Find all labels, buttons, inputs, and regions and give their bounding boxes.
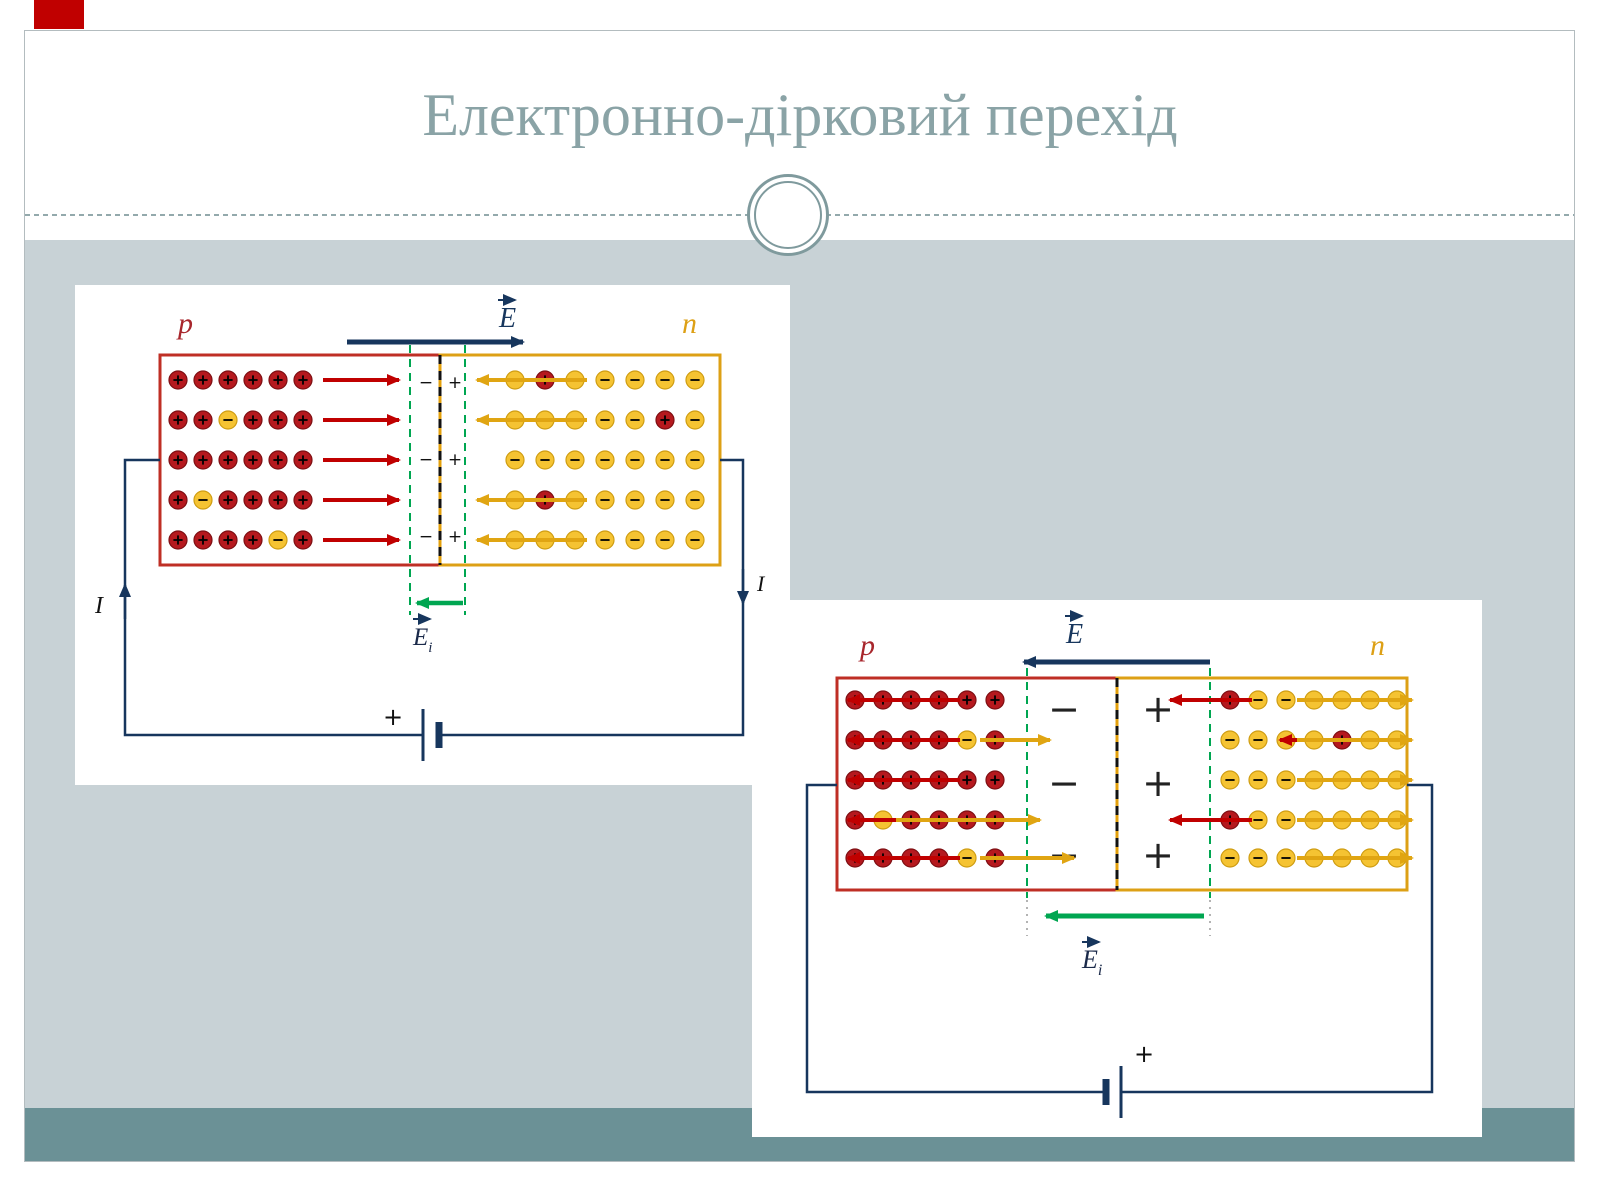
internal-field-label: Ei — [412, 624, 432, 656]
n-region-label: n — [682, 307, 697, 340]
svg-text:−: − — [1048, 761, 1080, 805]
junction-charge-signs: − + − + − + — [419, 373, 462, 547]
current-label-right: I — [756, 571, 766, 596]
svg-text:−: − — [419, 450, 433, 470]
p-region-carriers — [168, 370, 313, 550]
divider-circle-ornament — [747, 174, 829, 256]
n-region-label: n — [1370, 629, 1385, 662]
electron-flow-arrows — [896, 694, 1414, 864]
internal-field-label: Ei — [1081, 945, 1102, 979]
electron-flow-arrows — [475, 374, 587, 546]
hole-flow-arrows — [846, 694, 1328, 864]
p-region-label: p — [176, 307, 193, 340]
svg-text:+: + — [448, 527, 462, 547]
depletion-charge-signs: − + − + − + — [1048, 687, 1174, 877]
svg-text:+: + — [1142, 687, 1174, 731]
battery-plus-label: + — [383, 703, 403, 731]
forward-bias-diagram: p n E − + − + — [94, 294, 766, 761]
slide-title: Електронно-дірковий перехід — [422, 82, 1178, 148]
hole-flow-arrows — [323, 374, 401, 546]
battery-plus-label: + — [1134, 1040, 1154, 1068]
svg-text:−: − — [1048, 687, 1080, 731]
svg-text:−: − — [419, 373, 433, 393]
svg-text:+: + — [1142, 833, 1174, 877]
external-field-label: E — [498, 303, 516, 334]
p-region-label: p — [858, 629, 875, 662]
circuit: + I I — [94, 458, 766, 761]
external-field-label: E — [1065, 619, 1083, 650]
red-accent-tab — [34, 0, 84, 29]
svg-text:+: + — [448, 373, 462, 393]
forward-bias-panel: p n E − + − + — [75, 285, 790, 785]
reverse-bias-diagram: p n E − + − + − + — [805, 610, 1434, 1118]
svg-text:−: − — [1048, 833, 1080, 877]
reverse-bias-panel: p n E − + − + − + — [752, 600, 1482, 1137]
svg-text:−: − — [419, 527, 433, 547]
current-label-left: I — [94, 593, 104, 619]
svg-text:+: + — [1142, 761, 1174, 805]
circuit: + — [805, 783, 1434, 1118]
svg-text:+: + — [448, 450, 462, 470]
n-region-carriers — [505, 370, 705, 550]
